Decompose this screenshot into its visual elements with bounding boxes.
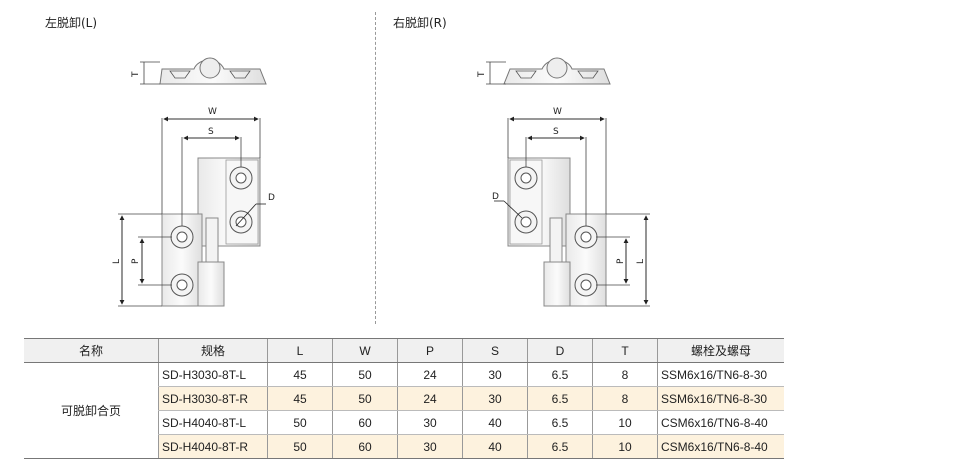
w-cell: 60 [332,434,398,459]
right-dim-w: W [553,107,562,117]
table-row: SD-H3030-8T-R 45 50 24 30 6.5 8 SSM6x16/… [24,386,784,411]
table-row: 可脱卸合页 SD-H3030-8T-L 45 50 24 30 6.5 8 SS… [24,362,784,459]
bolt-nut-cell: SSM6x16/TN6-8-30 [657,386,784,411]
right-hinge-drawing: T W S D L [477,57,650,307]
left-hinge-title: 左脱卸(L) [45,16,98,30]
s-cell: 30 [462,362,528,387]
l-cell: 50 [267,434,333,459]
p-cell: 24 [397,362,463,387]
table-row: SD-H4040-8T-L 50 60 30 40 6.5 10 CSM6x16… [24,410,784,435]
table-header-row: 名称 规格 L W P S D T 螺栓及螺母 [24,338,784,363]
bolt-nut-cell: CSM6x16/TN6-8-40 [657,434,784,459]
model-cell: SD-H4040-8T-L [158,410,268,435]
col-header-p: P [397,338,463,363]
p-cell: 30 [397,410,463,435]
s-cell: 30 [462,386,528,411]
col-header-name: 名称 [24,338,159,363]
p-cell: 30 [397,434,463,459]
right-dim-l: L [636,259,646,264]
t-cell: 10 [592,410,658,435]
right-dim-s: S [553,127,559,137]
left-dim-p: P [131,258,141,264]
col-header-s: S [462,338,528,363]
d-cell: 6.5 [527,386,593,411]
figure-divider [375,12,376,324]
d-cell: 6.5 [527,434,593,459]
left-hinge-drawing: T W S D L [112,57,275,307]
model-cell: SD-H4040-8T-R [158,434,268,459]
t-cell: 10 [592,434,658,459]
right-side-view: T [477,57,611,85]
bolt-nut-cell: SSM6x16/TN6-8-30 [657,362,784,387]
t-cell: 8 [592,386,658,411]
right-dim-d: D [492,192,499,202]
left-dim-l: L [112,259,122,264]
col-header-model: 规格 [158,338,268,363]
d-cell: 6.5 [527,410,593,435]
right-hinge-title: 右脱卸(R) [393,16,447,30]
col-header-w: W [332,338,398,363]
w-cell: 50 [332,386,398,411]
w-cell: 60 [332,410,398,435]
left-dim-s: S [208,127,214,137]
d-cell: 6.5 [527,362,593,387]
product-name-cell: 可脱卸合页 [24,362,159,459]
s-cell: 40 [462,410,528,435]
bolt-nut-cell: CSM6x16/TN6-8-40 [657,410,784,435]
p-cell: 24 [397,386,463,411]
l-cell: 50 [267,410,333,435]
right-dim-p: P [616,258,626,264]
left-dim-t: T [131,71,141,78]
spec-table: 名称 规格 L W P S D T 螺栓及螺母 可脱卸合页 SD-H3030-8… [24,338,784,459]
left-side-view: T [131,57,267,85]
t-cell: 8 [592,362,658,387]
left-dim-w: W [208,107,217,117]
model-cell: SD-H3030-8T-L [158,362,268,387]
col-header-d: D [527,338,593,363]
w-cell: 50 [332,362,398,387]
hinge-drawings: T W S D L [112,57,650,307]
model-cell: SD-H3030-8T-R [158,386,268,411]
right-dim-t: T [477,71,487,78]
l-cell: 45 [267,386,333,411]
l-cell: 45 [267,362,333,387]
left-dim-d: D [268,193,275,203]
col-header-l: L [267,338,333,363]
col-header-t: T [592,338,658,363]
col-header-bolt-nut: 螺栓及螺母 [657,338,784,363]
table-row: SD-H4040-8T-R 50 60 30 40 6.5 10 CSM6x16… [24,434,784,459]
s-cell: 40 [462,434,528,459]
